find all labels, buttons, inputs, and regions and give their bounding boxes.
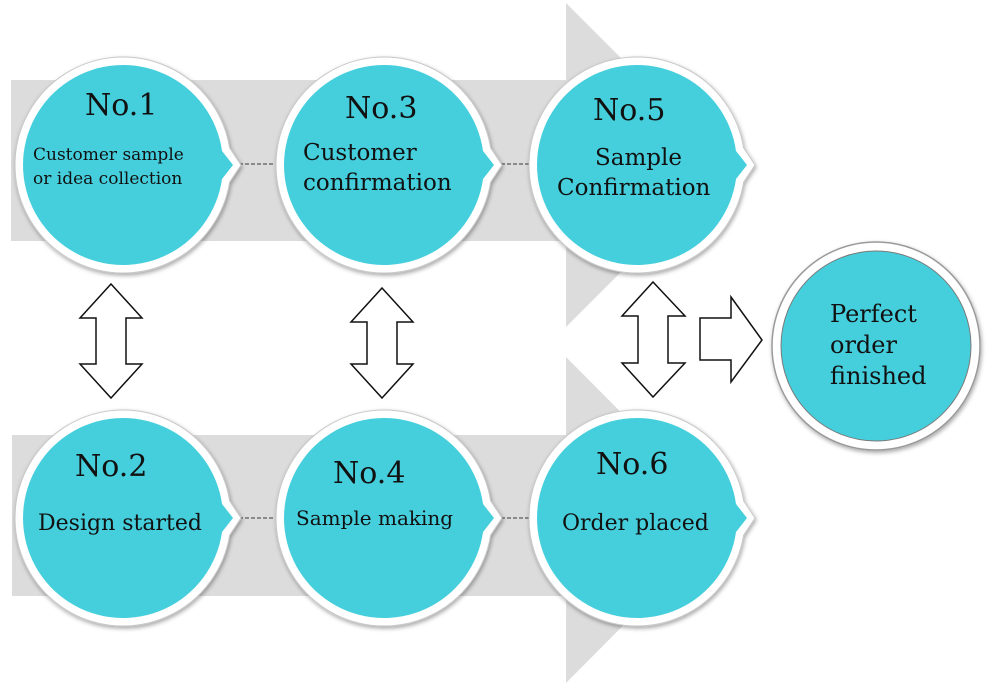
double-arrow-3-4 [349,286,415,400]
step-bubble-fill [23,418,234,618]
final-node-label: Perfect order finished [830,300,926,390]
step-bubble [528,409,756,627]
step-label-line: Customer [303,140,417,166]
final-node-fill [780,250,972,442]
step-bubble-fill [536,418,747,618]
step-label-line: Sample making [296,506,453,530]
step-label-line: Customer sample [33,145,184,165]
step-label-line: or idea collection [33,169,182,189]
double-arrow-1-2 [78,282,144,400]
step-bubble [275,409,503,627]
double-arrow-icon [78,282,144,400]
step-bubble-fill [537,65,747,265]
step-bubble [14,409,242,627]
double-arrow-5-6 [620,280,687,399]
step-number: No.4 [333,456,405,491]
right-arrow-to-final [699,294,763,385]
step-number: No.6 [596,447,668,482]
step-label-line: Confirmation [557,175,711,201]
final-label-line-2: order [830,331,897,359]
step-label-line: Design started [38,511,202,536]
double-arrow-icon [620,280,687,399]
final-node [771,241,981,451]
step-bubble-fill [23,65,234,265]
step-bubble [528,56,756,274]
step-label-line: Sample [595,145,682,171]
step-bubble [275,56,503,274]
step-bubble-fill [284,65,494,265]
step-number: No.5 [593,93,665,128]
step-bubble-fill [284,418,494,618]
step-number: No.2 [75,449,147,484]
double-arrow-icon [349,286,415,400]
right-arrow-icon [699,294,763,385]
step-number: No.3 [345,91,417,126]
step-label-line: confirmation [303,170,452,196]
final-label-line-1: Perfect [830,300,917,328]
step-label-line: Order placed [562,511,709,536]
final-label-line-3: finished [830,362,926,390]
step-number: No.1 [85,88,157,123]
step-bubble [14,56,242,274]
